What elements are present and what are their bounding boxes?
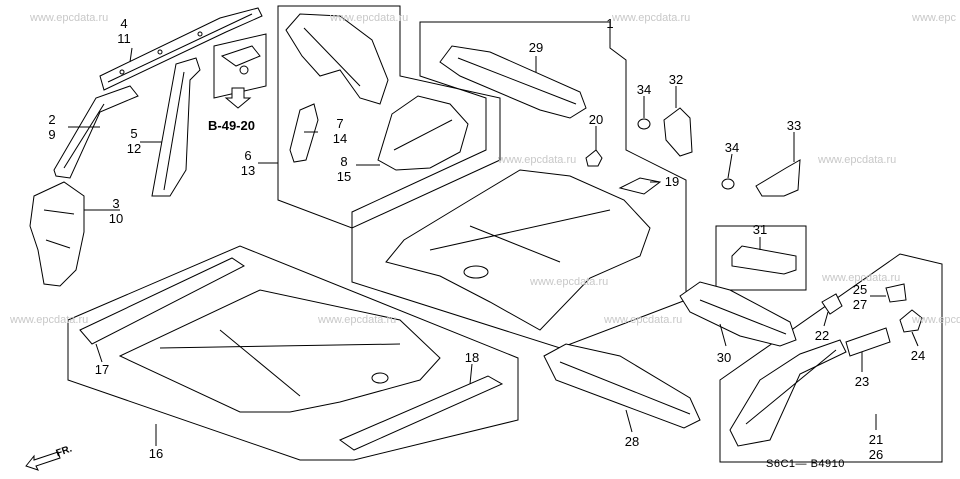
part-rail-17 xyxy=(79,257,245,345)
part-bracket-25-27 xyxy=(885,283,907,303)
callout-5-12: 5 12 xyxy=(126,126,142,156)
part-bracket-3-10 xyxy=(29,181,85,287)
part-bracket-23 xyxy=(845,327,891,357)
callout-20: 20 xyxy=(588,112,604,127)
part-rail-18 xyxy=(338,375,504,451)
callout-21-26: 21 26 xyxy=(868,432,884,462)
group-box-6-13 xyxy=(277,5,501,229)
part-floor-16 xyxy=(118,289,441,413)
callout-16: 16 xyxy=(148,446,164,461)
callout-33: 33 xyxy=(786,118,802,133)
watermark-text: www.epcdata.ru xyxy=(30,12,109,24)
callout-34: 34 xyxy=(724,140,740,155)
part-floor-1 xyxy=(385,169,651,331)
part-bolt-34 xyxy=(637,118,735,190)
callout-23: 23 xyxy=(854,374,870,389)
watermark-text: www.epc xyxy=(912,12,957,24)
part-clip-b4920 xyxy=(220,45,261,75)
callout-29: 29 xyxy=(528,40,544,55)
part-bracket-24 xyxy=(899,309,923,333)
watermark-text: www.epcdata.ru xyxy=(822,272,901,284)
diagram-code: S6C1— B4910 xyxy=(766,458,845,470)
group-box-16 xyxy=(67,245,519,461)
part-bracket-22 xyxy=(821,293,843,315)
part-frame-21-26 xyxy=(729,339,847,447)
part-bracket-31 xyxy=(731,245,797,275)
part-crossmember-29 xyxy=(439,45,587,119)
callout-4-11: 4 11 xyxy=(117,16,131,46)
group-box-31 xyxy=(715,225,807,291)
watermark-text: www.epcdata.ru xyxy=(498,154,577,166)
part-plate-19 xyxy=(618,177,662,195)
callout-18: 18 xyxy=(464,350,480,365)
callout-32: 32 xyxy=(668,72,684,87)
group-box-21-26 xyxy=(719,253,943,463)
group-box-b4920 xyxy=(213,33,267,99)
part-housing-8-15 xyxy=(377,95,469,171)
part-bracket-33 xyxy=(755,159,801,197)
part-pillar-5-12 xyxy=(151,57,201,197)
watermark-text: www.epcdata.ru xyxy=(604,314,683,326)
callout-17: 17 xyxy=(94,362,110,377)
watermark-text: www.epcdata.ru xyxy=(318,314,397,326)
part-frame-28 xyxy=(543,343,701,429)
watermark-text: www.epcdata.ru xyxy=(612,12,691,24)
part-bracket-7-14 xyxy=(289,103,319,163)
watermark-text: www.epcdata.ru xyxy=(818,154,897,166)
watermark-text: www.epcdata.ru xyxy=(912,314,960,326)
callout-7-14: 7 14 xyxy=(332,116,348,146)
group-box-1 xyxy=(351,21,687,349)
callout-30: 30 xyxy=(716,350,732,365)
callout-8-15: 8 15 xyxy=(336,154,352,184)
part-rail-4-11 xyxy=(99,7,263,91)
callout-6-13: 6 13 xyxy=(240,148,256,178)
callout-28: 28 xyxy=(624,434,640,449)
callout-34: 34 xyxy=(636,82,652,97)
callout-25-27: 25 27 xyxy=(852,282,868,312)
part-bracket-32 xyxy=(663,107,693,157)
reference-label: B-49-20 xyxy=(208,118,255,133)
watermark-text: www.epcdata.ru xyxy=(530,276,609,288)
callout-24: 24 xyxy=(910,348,926,363)
front-arrow-icon xyxy=(25,451,61,471)
callout-31: 31 xyxy=(752,222,768,237)
callout-22: 22 xyxy=(814,328,830,343)
reference-arrow xyxy=(224,87,252,109)
callout-2-9: 2 9 xyxy=(48,112,56,142)
part-nut-20 xyxy=(585,149,603,167)
watermark-text: www.epcdata.ru xyxy=(10,314,89,326)
callout-1: 1 xyxy=(606,16,614,31)
part-crossmember-30 xyxy=(679,281,797,347)
part-pillar-2-9 xyxy=(53,85,139,179)
part-panel-6-13 xyxy=(285,13,389,105)
callout-3-10: 3 10 xyxy=(108,196,124,226)
callout-19: 19 xyxy=(664,174,680,189)
watermark-text: www.epcdata.ru xyxy=(330,12,409,24)
